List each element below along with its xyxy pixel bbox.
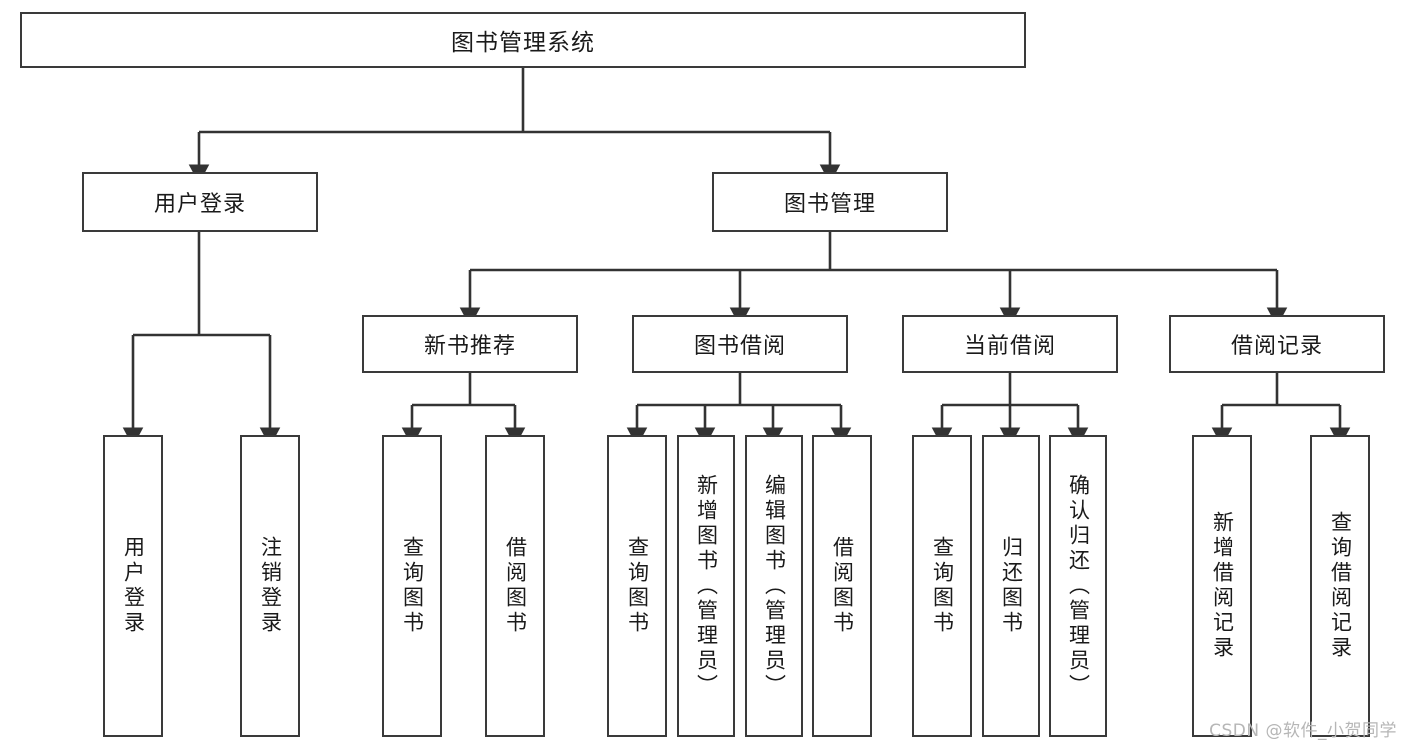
node-leaf-borrow-book-2[interactable]: 借阅图书 [812, 435, 872, 737]
node-leaf-borrow-book-1[interactable]: 借阅图书 [485, 435, 545, 737]
node-leaf-user-login[interactable]: 用户登录 [103, 435, 163, 737]
node-borrow-record[interactable]: 借阅记录 [1169, 315, 1385, 373]
node-user-login[interactable]: 用户登录 [82, 172, 318, 232]
node-leaf-query-book-1-label: 查询图书 [400, 536, 425, 636]
node-leaf-query-book-3-label: 查询图书 [930, 536, 955, 636]
node-leaf-query-book-1[interactable]: 查询图书 [382, 435, 442, 737]
node-current-borrow[interactable]: 当前借阅 [902, 315, 1118, 373]
node-book-borrow[interactable]: 图书借阅 [632, 315, 848, 373]
node-leaf-confirm-return[interactable]: 确认归还（管理员） [1049, 435, 1107, 737]
node-leaf-user-logout-label: 注销登录 [258, 536, 283, 636]
node-leaf-return-book-label: 归还图书 [999, 536, 1024, 636]
node-leaf-user-login-label: 用户登录 [121, 536, 146, 636]
node-leaf-edit-book-label: 编辑图书（管理员） [762, 473, 787, 699]
node-leaf-query-book-2-label: 查询图书 [625, 536, 650, 636]
node-borrow-record-label: 借阅记录 [1230, 334, 1323, 359]
node-leaf-query-record[interactable]: 查询借阅记录 [1310, 435, 1370, 737]
node-leaf-edit-book[interactable]: 编辑图书（管理员） [745, 435, 803, 737]
node-leaf-borrow-book-2-label: 借阅图书 [830, 536, 855, 636]
node-leaf-confirm-return-label: 确认归还（管理员） [1066, 473, 1091, 699]
node-leaf-borrow-book-1-label: 借阅图书 [503, 536, 528, 636]
node-leaf-return-book[interactable]: 归还图书 [982, 435, 1040, 737]
node-leaf-query-record-label: 查询借阅记录 [1328, 511, 1353, 661]
node-book-borrow-label: 图书借阅 [693, 334, 786, 359]
node-leaf-add-record-label: 新增借阅记录 [1210, 511, 1235, 661]
node-new-book-recommend[interactable]: 新书推荐 [362, 315, 578, 373]
node-root[interactable]: 图书管理系统 [20, 12, 1026, 68]
node-leaf-add-record[interactable]: 新增借阅记录 [1192, 435, 1252, 737]
node-book-management[interactable]: 图书管理 [712, 172, 948, 232]
watermark-text: CSDN @软件_小贺同学 [1209, 721, 1397, 741]
node-leaf-add-book[interactable]: 新增图书（管理员） [677, 435, 735, 737]
node-leaf-query-book-3[interactable]: 查询图书 [912, 435, 972, 737]
node-root-label: 图书管理系统 [451, 30, 595, 56]
node-current-borrow-label: 当前借阅 [963, 334, 1056, 359]
node-user-login-label: 用户登录 [153, 192, 246, 217]
node-book-management-label: 图书管理 [783, 192, 876, 217]
node-leaf-add-book-label: 新增图书（管理员） [694, 473, 719, 699]
node-leaf-query-book-2[interactable]: 查询图书 [607, 435, 667, 737]
node-new-book-recommend-label: 新书推荐 [423, 334, 516, 359]
node-leaf-user-logout[interactable]: 注销登录 [240, 435, 300, 737]
